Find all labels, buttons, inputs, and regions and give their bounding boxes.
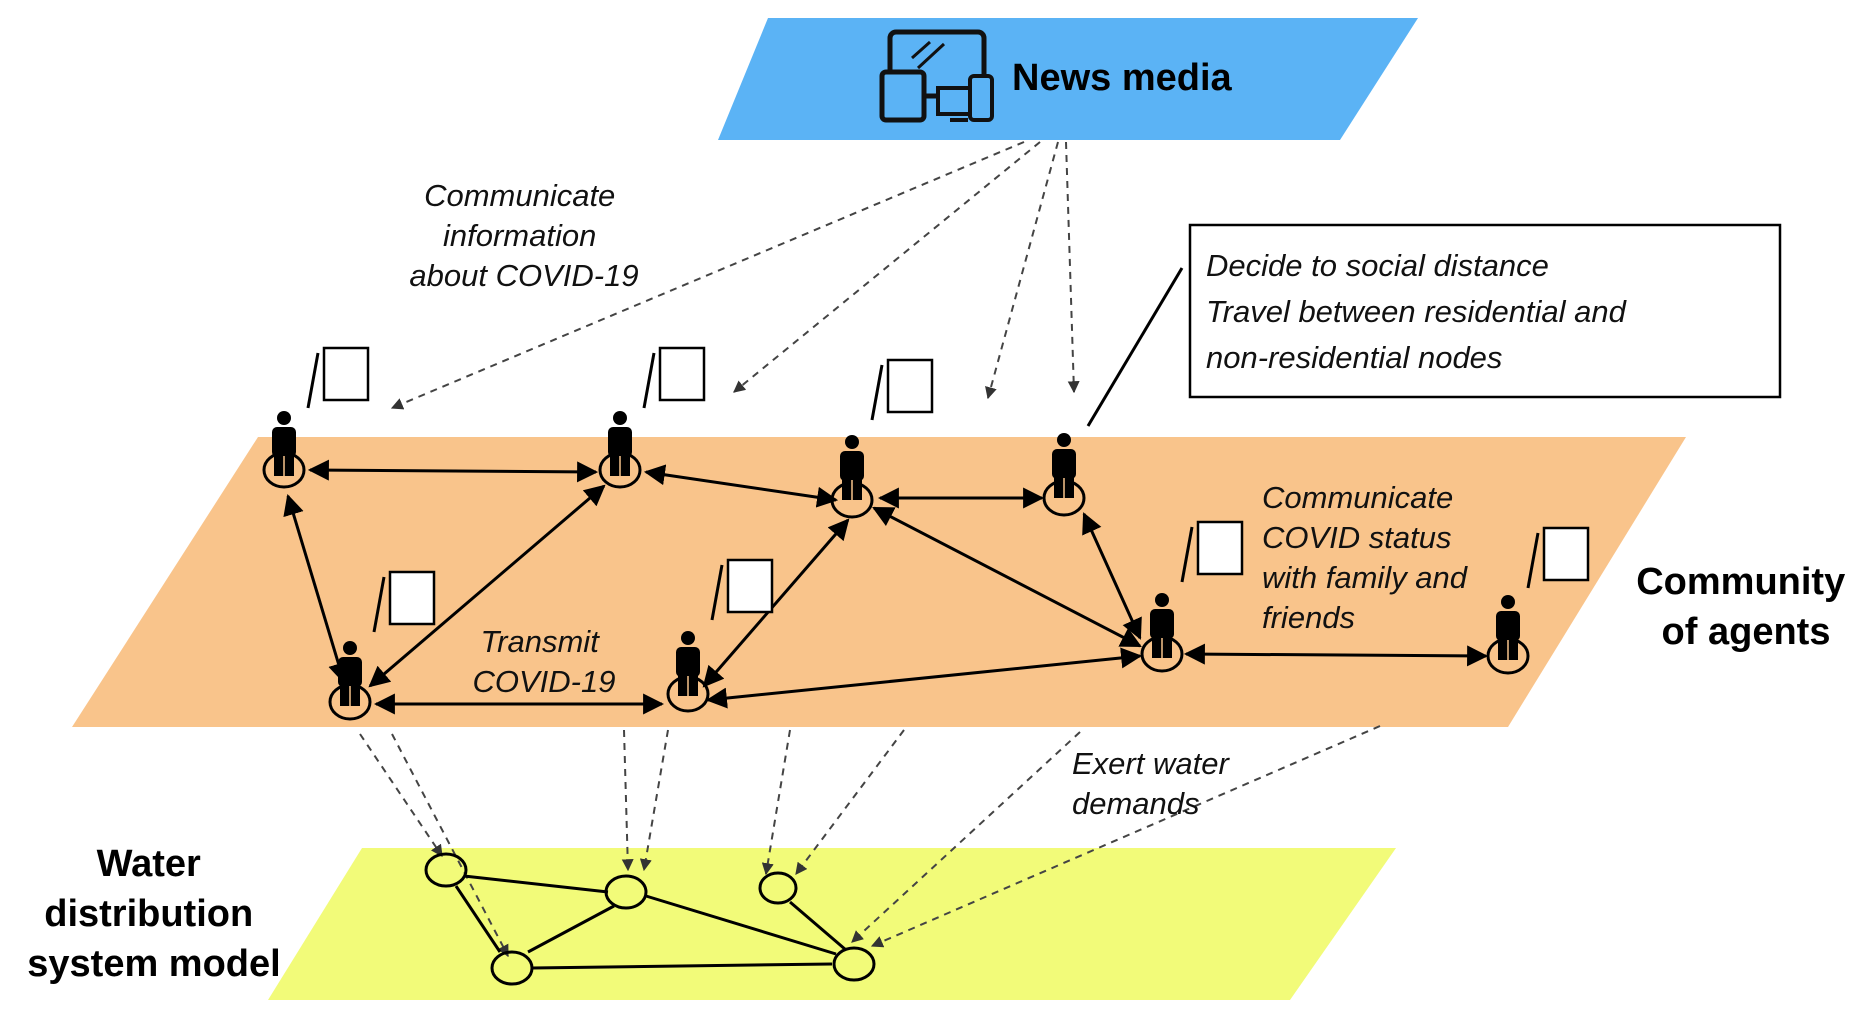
agent-3 — [830, 358, 934, 519]
agent-6 — [666, 558, 774, 713]
decision-box — [1188, 223, 1782, 399]
news-media-title: News media — [1012, 57, 1233, 99]
status-flag-icon — [642, 346, 706, 410]
agent-8 — [1486, 526, 1590, 675]
news-info-arrows — [390, 141, 1080, 410]
agent-1 — [262, 346, 370, 489]
water-network-edges — [454, 874, 847, 970]
community-network-edges — [283, 459, 1489, 715]
agent-2 — [598, 346, 706, 489]
transmit-label: Transmit COVID-19 — [473, 624, 616, 699]
water-label: Water distribution system model — [27, 843, 280, 985]
agent-4 — [1042, 432, 1086, 517]
water-layer — [268, 848, 1396, 1000]
status-flag-icon — [870, 358, 934, 422]
decision-box-pointer — [1086, 267, 1184, 427]
agent-5 — [328, 570, 436, 721]
agent-7 — [1140, 520, 1244, 673]
devices-icon — [879, 29, 994, 123]
water-network-nodes — [424, 852, 876, 986]
communicate-status-label: Communicate COVID status with family and… — [1262, 480, 1476, 635]
person-icon — [607, 410, 633, 477]
status-flag-icon — [306, 346, 370, 410]
decision-box-text: Decide to social distance Travel between… — [1206, 248, 1635, 375]
person-icon — [271, 410, 297, 477]
exert-demand-label: Exert water demands — [1072, 746, 1237, 821]
communicate-info-label: Communicate information about COVID-19 — [409, 178, 638, 293]
community-label: Community of agents — [1636, 561, 1856, 653]
water-demand-arrows — [359, 725, 1381, 958]
